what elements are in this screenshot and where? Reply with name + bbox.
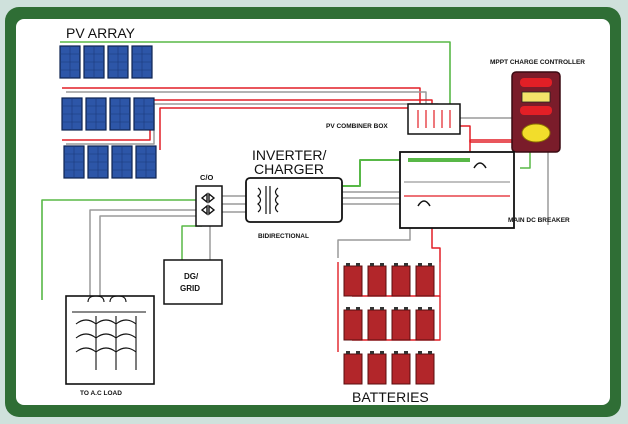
pv-panel — [135, 145, 157, 179]
pv-combiner-box — [407, 103, 461, 135]
pv-panel — [131, 45, 153, 79]
pv-array-label: PV ARRAY — [66, 25, 136, 41]
battery — [343, 307, 363, 341]
transformer-symbol — [257, 186, 279, 214]
ac-load-label: TO A.C LOAD — [80, 390, 122, 397]
mppt-label: MPPT CHARGE CONTROLLER — [490, 59, 585, 66]
batteries-label: BATTERIES — [352, 389, 429, 405]
pv-panel — [109, 97, 131, 131]
dg-grid-box — [163, 259, 223, 305]
pv-panel — [59, 45, 81, 79]
pv-panel — [85, 97, 107, 131]
pv-panel — [83, 45, 105, 79]
ac-load-panel — [65, 295, 155, 385]
mppt-indicator-mid — [520, 106, 552, 115]
pv-panel — [63, 145, 85, 179]
pv-panel — [87, 145, 109, 179]
battery — [391, 351, 411, 385]
battery — [415, 351, 435, 385]
battery — [391, 307, 411, 341]
combiner-to-mppt-red — [458, 125, 520, 143]
mppt-indicator-bottom — [521, 123, 551, 143]
ac-load-circuits — [72, 295, 146, 370]
pv-combiner-label: PV COMBINER BOX — [326, 123, 388, 130]
battery-bank — [343, 263, 435, 385]
battery — [367, 307, 387, 341]
mppt-ground — [520, 150, 531, 169]
changeover-switch — [195, 185, 223, 227]
breaker-switch-upper-icon — [473, 162, 487, 169]
ac-ground-wire — [41, 199, 200, 300]
pv-panel — [61, 97, 83, 131]
pv-ground-wire — [60, 41, 451, 110]
battery — [415, 307, 435, 341]
dg-label-line2: GRID — [180, 284, 200, 293]
battery — [415, 263, 435, 297]
main-dc-breaker-label: MAIN DC BREAKER — [508, 217, 570, 224]
inverter-label-line2: CHARGER — [254, 161, 324, 177]
mppt-indicator-top — [520, 78, 552, 87]
battery — [367, 351, 387, 385]
battery — [343, 263, 363, 297]
pv-panel — [133, 97, 155, 131]
mppt-display — [521, 91, 551, 103]
battery — [343, 351, 363, 385]
battery — [367, 263, 387, 297]
main-dc-breaker — [399, 151, 515, 229]
changeover-arrows-icon — [200, 192, 216, 216]
combiner-fuses — [417, 110, 451, 128]
pv-panel — [111, 145, 133, 179]
battery — [391, 263, 411, 297]
pv-panel — [107, 45, 129, 79]
breaker-switch-lower-icon — [417, 200, 431, 207]
co-label: C/O — [200, 173, 214, 182]
pv-array — [59, 45, 157, 179]
bidirectional-label: BIDIRECTIONAL — [258, 233, 309, 240]
breaker-to-batteries-red — [431, 210, 441, 262]
dg-label-line1: DG/ — [184, 272, 199, 281]
inverter-label-line1: INVERTER/ — [252, 147, 327, 163]
